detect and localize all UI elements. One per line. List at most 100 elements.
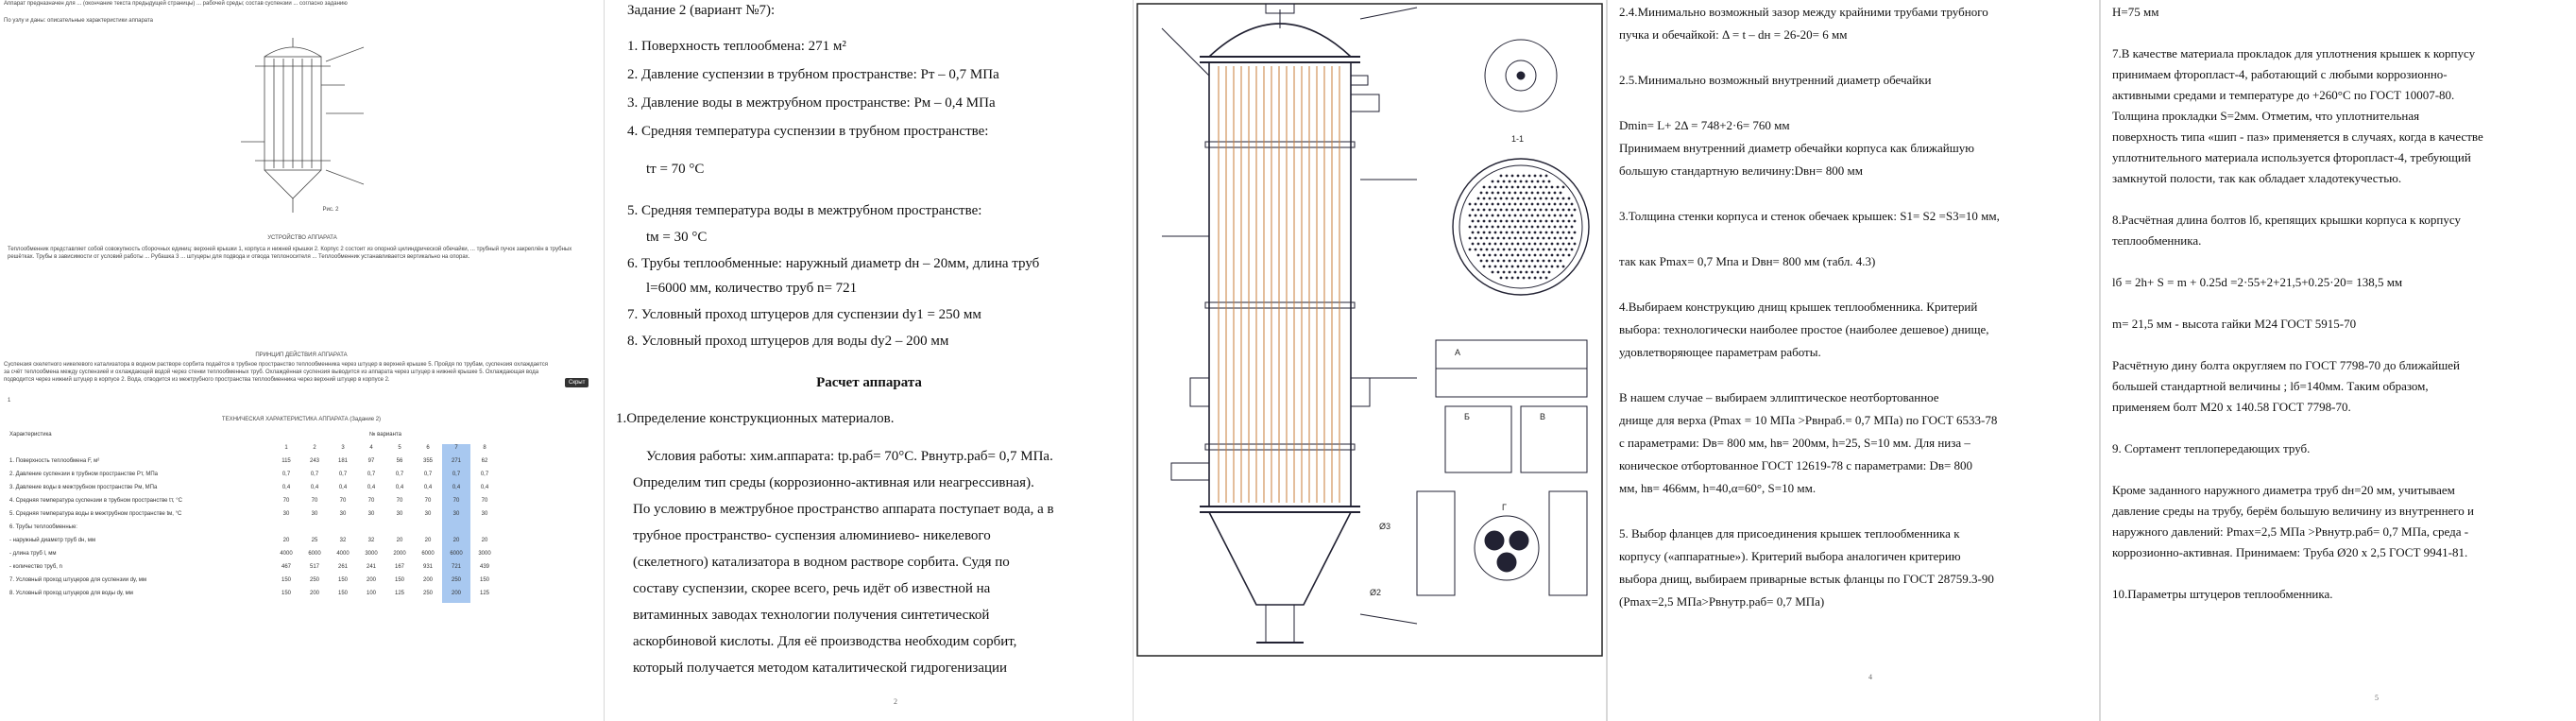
tube-hole [1550,253,1554,257]
tube-hole [1556,242,1560,246]
table-row: 4. Средняя температура суспензии в трубн… [8,497,499,510]
table-cell: 261 [337,564,348,570]
table-cell: 200 [366,577,376,583]
tube-hole [1570,202,1574,206]
tube-hole [1527,253,1531,257]
table-header-cell: Характеристика [9,432,52,438]
variant-number-cell: 5 [398,445,401,451]
tube-hole [1539,253,1543,257]
table-cell: 70 [311,498,318,504]
text-line: Расчётную дину болта округляем по ГОСТ 7… [2112,358,2460,372]
tube-hole [1510,185,1514,189]
tube-hole [1505,208,1509,212]
tube-hole [1479,202,1483,206]
tube-hole [1525,191,1528,195]
table-cell: 150 [281,577,291,583]
page1-small-heading: По узлу и даны: описательные характерист… [4,18,154,24]
tube-hole [1468,236,1472,240]
tube-hole [1561,197,1565,200]
table-cell: 271 [442,457,470,471]
tube-hole [1527,185,1531,189]
tube-hole [1530,259,1534,263]
paragraph-line: Определим тип среды (коррозионно-активна… [633,475,1034,490]
tube-hole [1522,242,1526,246]
tube-hole [1539,231,1543,234]
tube-hole [1542,202,1545,206]
table-cell: 70 [396,498,403,504]
tube-hole [1544,197,1548,200]
row-label: - длина труб l, мм [9,551,57,557]
tube-hole [1510,242,1514,246]
tube-hole [1474,202,1477,206]
tube-hole [1544,208,1548,212]
table-cell: 32 [367,538,375,543]
text-line: уплотнительного материала используется ф… [2112,150,2471,164]
tube-hole [1491,202,1494,206]
tube-hole [1564,236,1568,240]
tube-hole [1530,202,1534,206]
tube-hole [1527,219,1531,223]
variant-number-cell: 8 [483,445,486,451]
table-cell: 4000 [336,551,350,557]
tube-hole [1539,276,1543,280]
tube-hole [1544,276,1548,280]
tube-hole [1496,202,1500,206]
tube-hole [1519,270,1523,274]
table-cell: 0,4 [338,485,348,490]
tube-hole [1527,276,1531,280]
row-label: 6. Трубы теплообменные: [9,524,77,530]
task-item: 1. Поверхность теплообмена: 271 м² [627,39,846,54]
document-page-4: 2.4.Минимально возможный зазор между кра… [1608,0,2099,721]
variant-number-cell: 3 [341,445,345,451]
table-cell: 32 [339,538,347,543]
tube-hole [1493,197,1497,200]
tube-hole [1522,185,1526,189]
tube-hole [1536,214,1540,217]
tube-hole [1485,191,1489,195]
tube-hole [1488,219,1492,223]
text-line: так как Pmax= 0,7 Мпа и Dвн= 800 мм (таб… [1619,254,1876,268]
table-cell [470,524,499,537]
tube-hole [1479,191,1483,195]
tube-hole [1536,259,1540,263]
heat-exchanger-drawing: 1-1 Ø2 Ø3 А Б В Г [1136,3,1603,657]
tube-hole [1533,242,1537,246]
tube-hole [1525,214,1528,217]
row-label: 1. Поверхность теплообмена F, м² [9,458,100,464]
tube-hole [1505,197,1509,200]
paragraph-line: трубное пространство- суспензия алюминие… [633,528,991,543]
page-separator [1606,0,1608,721]
row-label: - количество труб, n [9,564,62,570]
table-cell: 125 [479,591,489,596]
tube-hole [1493,208,1497,212]
comment-tooltip[interactable]: Скрыт [565,378,589,387]
tube-hole [1567,208,1571,212]
tube-hole [1530,270,1534,274]
text-line: применяем болт М20 х 140.58 ГОСТ 7798-70… [2112,400,2351,414]
tube-hole [1499,197,1503,200]
tube-hole [1493,253,1497,257]
tube-sheet-view [1452,158,1590,296]
text-line: H=75 мм [2112,5,2159,19]
dimension-label: Ø2 [1370,588,1381,597]
table-cell: 517 [309,564,319,570]
task-item: 6. Трубы теплообменные: наружный диаметр… [627,256,1040,271]
text-line: 9. Сортамент теплопередающих труб. [2112,441,2311,455]
tube-hole [1482,208,1486,212]
shell [1208,61,1352,507]
table-cell: 4000 [280,551,293,557]
tube-hole [1547,225,1551,229]
tube-hole [1476,208,1480,212]
tube-hole [1519,214,1523,217]
table-cell: 355 [422,458,433,464]
tube-hole [1496,214,1500,217]
calc-title: Расчет аппарата [816,375,922,390]
tube-hole [1544,231,1548,234]
table-cell: 115 [281,458,291,464]
tube-hole [1561,185,1565,189]
table-cell: 0,7 [423,472,433,477]
table-cell: 20 [282,538,290,543]
tube-hole [1519,259,1523,263]
tube-hole [1502,259,1506,263]
